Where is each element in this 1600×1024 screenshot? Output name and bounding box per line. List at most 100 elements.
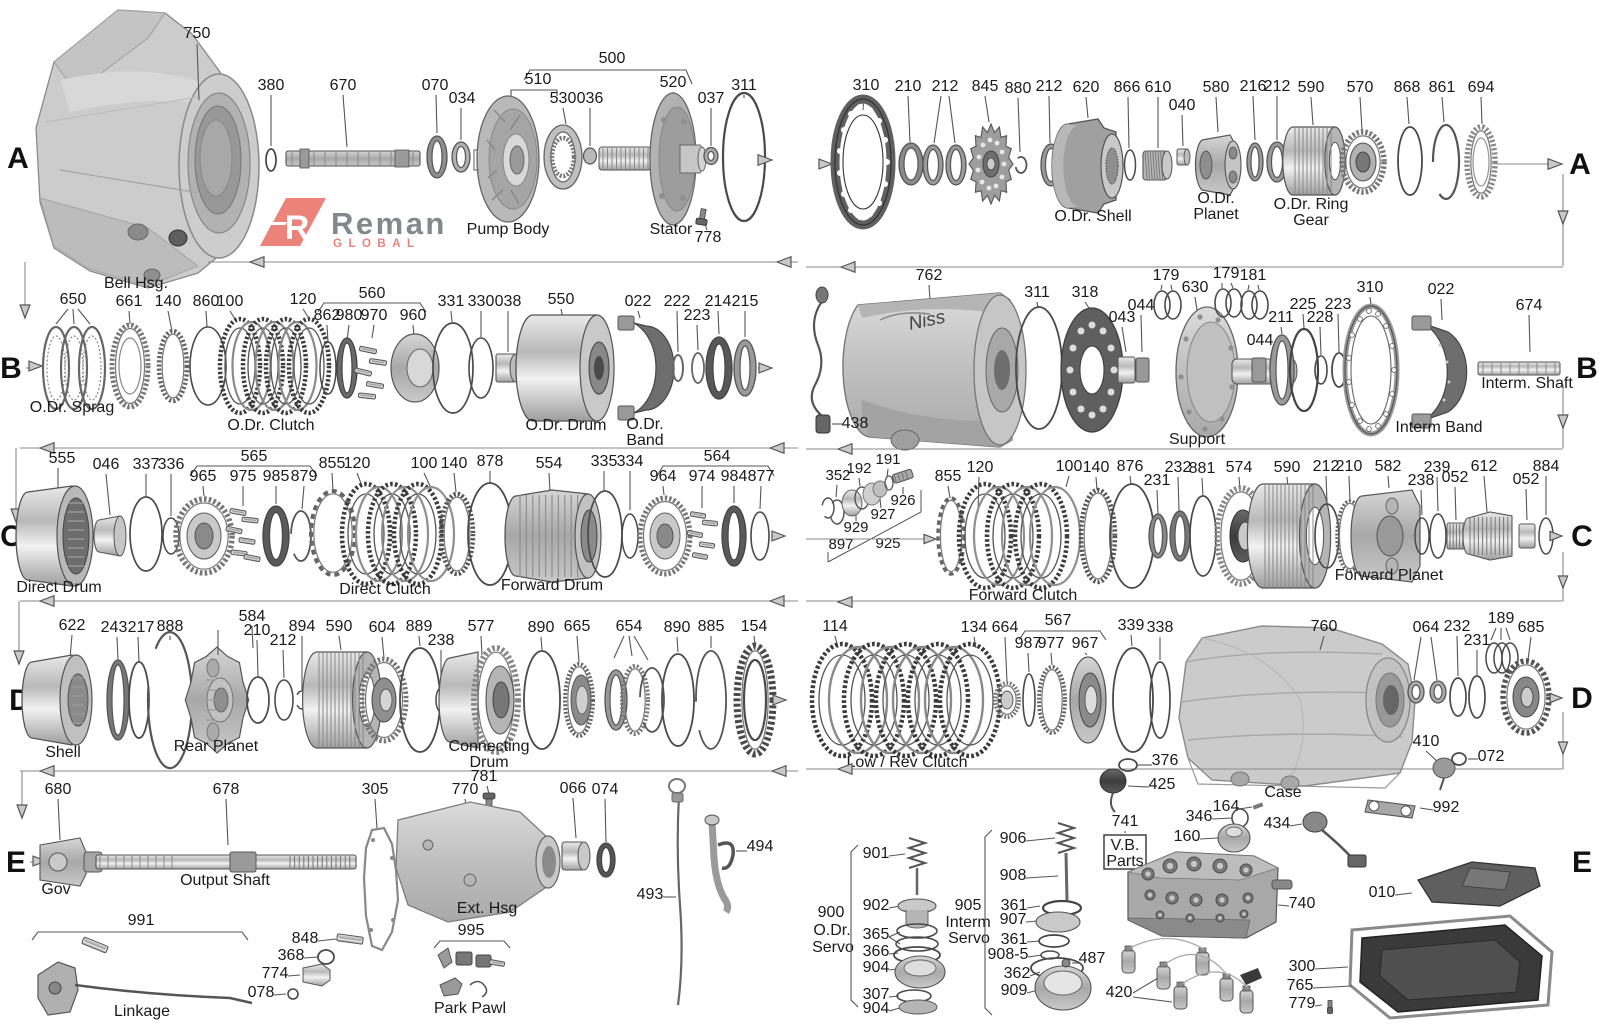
svg-text:860: 860: [193, 293, 220, 310]
svg-text:380: 380: [258, 77, 285, 94]
svg-text:781: 781: [471, 768, 498, 785]
svg-text:311: 311: [1024, 284, 1050, 301]
svg-text:885: 885: [698, 618, 725, 635]
svg-text:O.Dr. Ring: O.Dr. Ring: [1274, 196, 1349, 213]
svg-text:GLOBAL: GLOBAL: [333, 238, 421, 250]
svg-text:E: E: [1572, 846, 1592, 879]
svg-text:192: 192: [846, 460, 871, 477]
svg-text:044: 044: [1128, 297, 1155, 314]
svg-text:604: 604: [369, 619, 396, 636]
svg-text:140: 140: [441, 455, 468, 472]
svg-text:Forward Planet: Forward Planet: [1335, 567, 1444, 584]
svg-text:580: 580: [1203, 79, 1230, 96]
svg-text:231: 231: [1144, 472, 1171, 489]
svg-text:352: 352: [825, 467, 850, 484]
svg-text:876: 876: [1117, 458, 1144, 475]
svg-text:100: 100: [217, 293, 244, 310]
svg-text:179: 179: [1213, 265, 1240, 282]
svg-text:420: 420: [1106, 984, 1133, 1001]
svg-text:977: 977: [1038, 635, 1065, 652]
svg-text:674: 674: [1516, 297, 1543, 314]
svg-text:Parts: Parts: [1106, 853, 1143, 870]
svg-text:750: 750: [184, 25, 211, 42]
svg-text:493: 493: [637, 886, 664, 903]
svg-text:361: 361: [1001, 931, 1028, 948]
svg-text:890: 890: [664, 619, 691, 636]
svg-text:365: 365: [863, 926, 890, 943]
svg-text:980: 980: [336, 307, 363, 324]
svg-text:Direct Clutch: Direct Clutch: [339, 581, 431, 598]
svg-text:238: 238: [428, 632, 455, 649]
svg-text:Planet: Planet: [1193, 206, 1239, 223]
svg-text:878: 878: [477, 453, 504, 470]
svg-text:570: 570: [1347, 79, 1374, 96]
svg-text:665: 665: [564, 618, 591, 635]
svg-text:530: 530: [550, 90, 577, 107]
svg-text:238: 238: [1408, 472, 1435, 489]
svg-text:554: 554: [536, 455, 563, 472]
svg-text:232: 232: [1165, 459, 1192, 476]
svg-text:Gear: Gear: [1293, 212, 1329, 229]
svg-text:866: 866: [1114, 79, 1141, 96]
svg-text:902: 902: [863, 897, 890, 914]
svg-text:074: 074: [592, 781, 619, 798]
svg-text:Interm Band: Interm Band: [1395, 419, 1482, 436]
svg-text:228: 228: [1307, 309, 1334, 326]
svg-text:889: 889: [406, 618, 433, 635]
svg-text:905: 905: [955, 897, 982, 914]
svg-text:140: 140: [155, 293, 182, 310]
svg-text:337: 337: [133, 456, 160, 473]
svg-text:555: 555: [49, 450, 76, 467]
svg-text:305: 305: [362, 781, 389, 798]
svg-text:868: 868: [1394, 79, 1421, 96]
svg-text:212: 212: [270, 632, 297, 649]
svg-text:425: 425: [1149, 776, 1176, 793]
svg-text:965: 965: [190, 468, 217, 485]
svg-text:022: 022: [625, 293, 652, 310]
svg-text:550: 550: [548, 291, 575, 308]
svg-text:O.Dr.: O.Dr.: [1197, 190, 1234, 207]
svg-text:100: 100: [1056, 458, 1083, 475]
svg-text:Pump Body: Pump Body: [467, 221, 550, 238]
svg-text:884: 884: [1533, 458, 1560, 475]
svg-text:974: 974: [689, 468, 716, 485]
svg-text:164: 164: [1213, 798, 1240, 815]
svg-text:214: 214: [705, 293, 732, 310]
svg-text:114: 114: [822, 618, 848, 635]
svg-text:881: 881: [1189, 460, 1216, 477]
svg-text:318: 318: [1072, 284, 1099, 301]
svg-text:E: E: [6, 846, 26, 879]
svg-text:O.Dr.: O.Dr.: [626, 416, 663, 433]
svg-text:Interm. Shaft: Interm. Shaft: [1481, 375, 1573, 392]
svg-text:Shell: Shell: [45, 744, 81, 761]
svg-text:Case: Case: [1264, 784, 1301, 801]
svg-text:590: 590: [326, 618, 353, 635]
svg-text:985: 985: [263, 468, 290, 485]
svg-text:043: 043: [1109, 309, 1136, 326]
svg-text:B: B: [1576, 352, 1598, 385]
svg-text:564: 564: [704, 448, 731, 465]
svg-text:216: 216: [1240, 78, 1267, 95]
svg-text:Support: Support: [1169, 431, 1226, 448]
svg-text:A: A: [1569, 148, 1591, 181]
svg-text:R: R: [285, 209, 310, 247]
svg-text:Band: Band: [626, 432, 663, 449]
svg-text:361: 361: [1001, 897, 1028, 914]
svg-text:760: 760: [1311, 618, 1338, 635]
svg-text:331: 331: [438, 293, 465, 310]
svg-text:520: 520: [660, 74, 687, 91]
svg-text:987: 987: [1015, 635, 1042, 652]
svg-text:231: 231: [1464, 632, 1491, 649]
svg-text:140: 140: [1083, 459, 1110, 476]
svg-text:494: 494: [747, 838, 774, 855]
svg-text:036: 036: [577, 90, 604, 107]
svg-text:335: 335: [591, 453, 618, 470]
svg-text:217: 217: [128, 619, 155, 636]
svg-text:223: 223: [684, 307, 711, 324]
svg-text:610: 610: [1145, 79, 1172, 96]
svg-text:Reman: Reman: [331, 206, 447, 241]
svg-text:500: 500: [599, 50, 626, 67]
svg-text:925: 925: [875, 535, 900, 552]
svg-text:022: 022: [1428, 281, 1455, 298]
svg-text:V.B.: V.B.: [1111, 837, 1140, 854]
